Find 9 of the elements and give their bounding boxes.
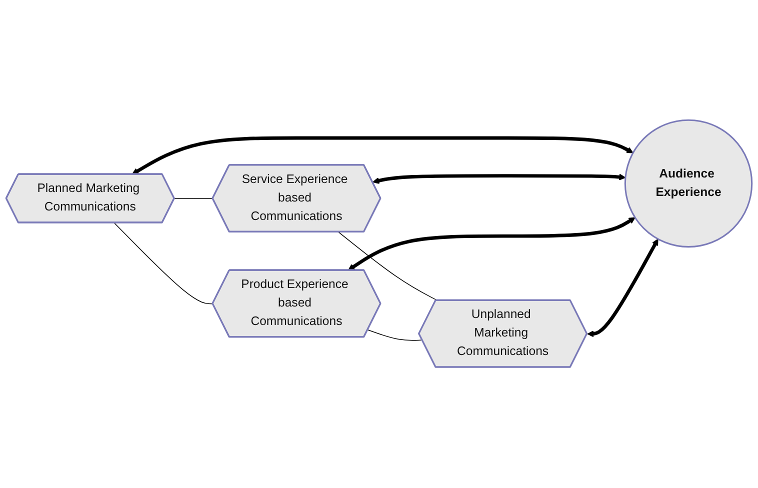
node-circle: Audience Experience: [624, 120, 753, 248]
arrow: [348, 218, 636, 271]
connector: [367, 330, 423, 342]
arrow: [587, 239, 658, 338]
arrow: [132, 136, 634, 176]
connector: [174, 198, 214, 200]
connector: [338, 232, 438, 302]
connector: [114, 222, 214, 305]
arrow: [372, 174, 626, 184]
